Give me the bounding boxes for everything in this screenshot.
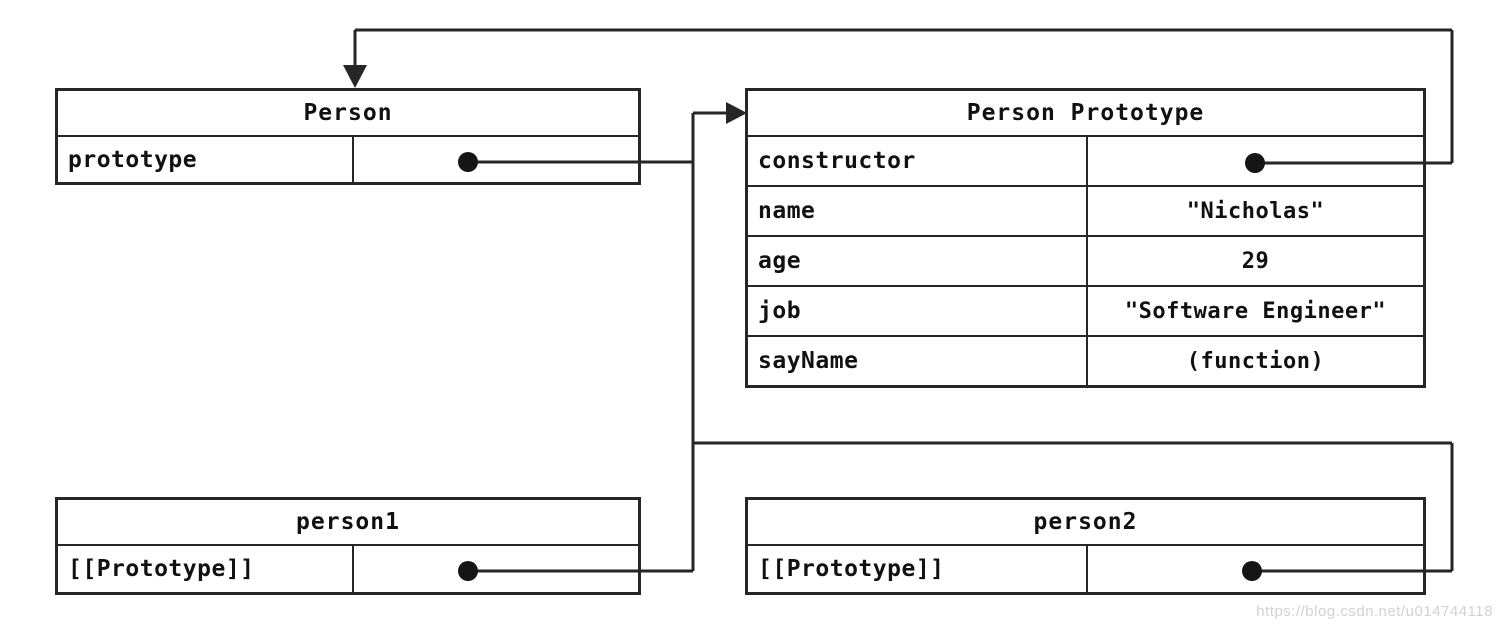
person1-pointer-cell (354, 546, 638, 592)
person2-box: person2 [[Prototype]] (745, 497, 1426, 595)
person2-prototype-label: [[Prototype]] (748, 546, 1088, 592)
person-box-title: Person (58, 91, 638, 137)
person-prototype-box-title: Person Prototype (748, 91, 1423, 137)
age-label: age (748, 237, 1088, 285)
table-row: sayName (function) (748, 337, 1423, 385)
sayname-value: (function) (1186, 348, 1325, 374)
name-label: name (748, 187, 1088, 235)
name-value: "Nicholas" (1186, 198, 1325, 224)
sayname-label: sayName (748, 337, 1088, 385)
person-prototype-box: Person Prototype constructor name "Nicho… (745, 88, 1426, 388)
arrowhead-down-icon (343, 65, 367, 88)
arrowhead-right-icon (726, 102, 747, 124)
table-row: prototype (58, 137, 638, 182)
constructor-pointer-cell (1088, 137, 1423, 185)
watermark: https://blog.csdn.net/u014744118 (1256, 603, 1493, 620)
person-prototype-label: prototype (58, 137, 354, 182)
table-row: [[Prototype]] (58, 546, 638, 592)
person-box: Person prototype (55, 88, 641, 185)
person2-box-title: person2 (748, 500, 1423, 546)
constructor-label: constructor (748, 137, 1088, 185)
job-value: "Software Engineer" (1124, 298, 1387, 324)
table-row: [[Prototype]] (748, 546, 1423, 592)
person1-box: person1 [[Prototype]] (55, 497, 641, 595)
person-prototype-pointer-cell (354, 137, 638, 182)
person1-prototype-label: [[Prototype]] (58, 546, 354, 592)
table-row: constructor (748, 137, 1423, 187)
age-value: 29 (1241, 248, 1270, 274)
person1-box-title: person1 (58, 500, 638, 546)
table-row: job "Software Engineer" (748, 287, 1423, 337)
table-row: name "Nicholas" (748, 187, 1423, 237)
table-row: age 29 (748, 237, 1423, 287)
job-label: job (748, 287, 1088, 335)
person2-pointer-cell (1088, 546, 1423, 592)
